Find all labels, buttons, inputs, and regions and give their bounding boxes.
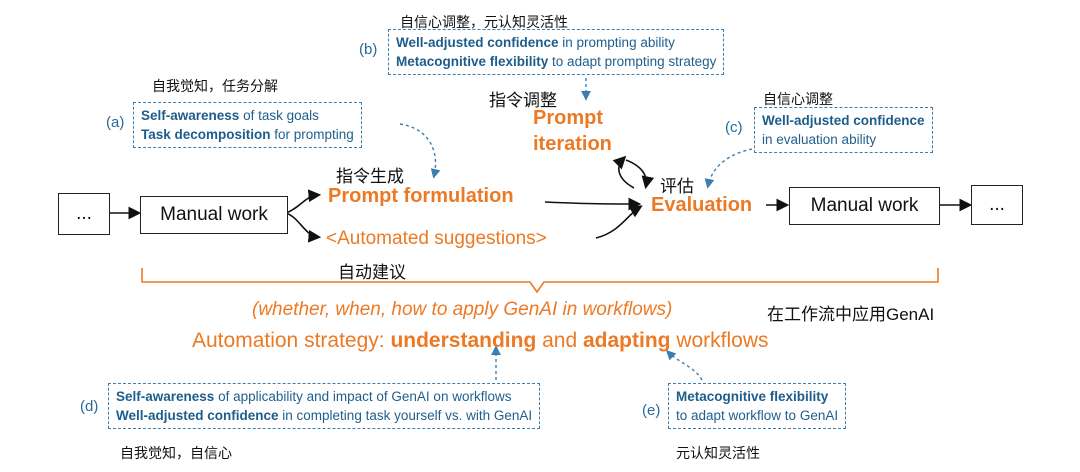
cn-label-d: 自我觉知，自信心 [120, 445, 232, 461]
cn-label-b: 自信心调整，元认知灵活性 [400, 14, 568, 30]
cn-label-c: 自信心调整 [763, 91, 833, 107]
pointer-c [704, 147, 759, 189]
cn-label-e: 元认知灵活性 [676, 445, 760, 461]
pointer-e [666, 350, 703, 381]
tag-d: (d) [80, 398, 99, 415]
label-prompt-iteration-1: Prompt [533, 107, 603, 129]
box-manual-work-1: Manual work [140, 196, 288, 234]
tag-a: (a) [106, 114, 125, 131]
cn-label-apply-genai: 在工作流中应用GenAI [767, 305, 935, 324]
label-evaluation: Evaluation [651, 194, 753, 216]
orange-brace [141, 268, 939, 294]
note-e: Metacognitive flexibility to adapt workf… [668, 383, 847, 429]
label-prompt-iteration-2: iteration [533, 133, 612, 155]
arrow-suggestions-to-evaluation [595, 205, 643, 239]
arrow-evaluation-to-iteration [612, 155, 635, 189]
tag-c: (c) [725, 119, 743, 136]
cn-label-formulation: 指令生成 [336, 167, 404, 186]
note-c: Well-adjusted confidence in evaluation a… [754, 107, 933, 153]
box-right-dots: ... [971, 185, 1023, 225]
note-d: Self-awareness of applicability and impa… [108, 383, 541, 429]
box-manual-work-2: Manual work [789, 187, 940, 225]
label-prompt-formulation: Prompt formulation [328, 185, 514, 207]
arrow-formulation-to-evaluation [544, 197, 642, 211]
tag-b: (b) [359, 41, 378, 58]
cn-label-a: 自我觉知，任务分解 [152, 78, 278, 94]
note-a: Self-awareness of task goals Task decomp… [133, 102, 362, 148]
arrow-manual-to-formulation [285, 189, 322, 214]
label-automated-suggestions: <Automated suggestions> [326, 228, 547, 249]
cn-label-evaluation: 评估 [660, 177, 694, 196]
tag-e: (e) [642, 402, 661, 419]
arrow-iteration-to-evaluation [625, 159, 655, 190]
arrow-manual-to-suggestions [285, 212, 322, 243]
box-left-dots: ... [58, 193, 110, 235]
cn-label-auto-suggestions: 自动建议 [338, 263, 406, 282]
label-automation-strategy: Automation strategy: understanding and a… [192, 329, 769, 352]
cn-label-prompt-iteration: 指令调整 [489, 91, 557, 110]
label-whether-when-how: (whether, when, how to apply GenAI in wo… [252, 299, 673, 320]
pointer-a [399, 123, 441, 179]
note-b: Well-adjusted confidence in prompting ab… [388, 29, 725, 75]
